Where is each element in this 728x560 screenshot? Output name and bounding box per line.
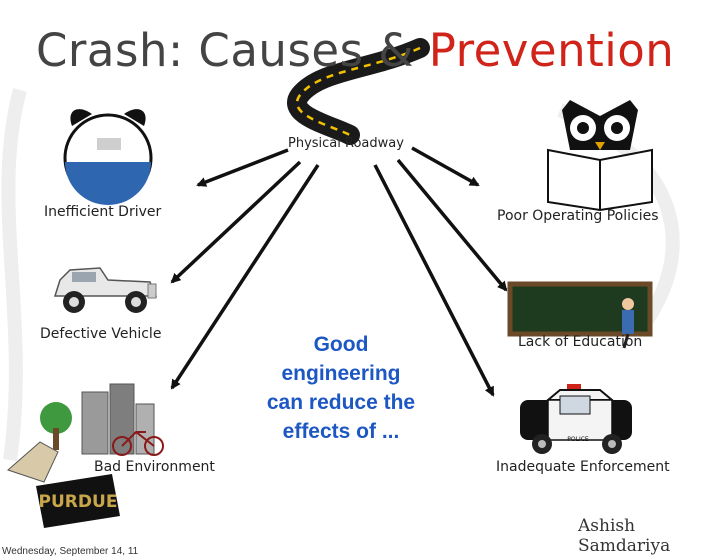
road-graphic — [287, 38, 430, 145]
date-stamp: Wednesday, September 14, 11 — [2, 546, 139, 557]
title-main: Crash: Causes & — [36, 24, 429, 77]
arrow-to-vehicle — [170, 160, 302, 284]
label-lack-of-education: Lack of Education — [518, 334, 643, 350]
owl-icon — [547, 100, 653, 212]
slide-title: Crash: Causes & Prevention — [36, 24, 674, 77]
chalkboard-icon — [507, 281, 653, 349]
police-car-text: POLICE — [567, 436, 589, 443]
label-bad-environment: Bad Environment — [94, 459, 215, 475]
police-car-icon: POLICE — [520, 384, 632, 454]
title-accent: Prevention — [428, 24, 675, 77]
arrow-to-driver — [196, 148, 289, 187]
message-line: engineering — [281, 362, 401, 385]
message-line: can reduce the — [266, 391, 416, 414]
arrows — [170, 146, 508, 397]
label-inefficient-driver: Inefficient Driver — [44, 204, 162, 220]
driver-icon — [63, 109, 153, 205]
label-poor-operating-policies: Poor Operating Policies — [497, 208, 659, 224]
arrow-to-education — [396, 158, 508, 292]
label-inadequate-enforcement: Inadequate Enforcement — [496, 459, 670, 475]
purdue-logo-text: PURDUE — [39, 492, 118, 512]
center-node-label: Physical Roadway — [288, 136, 404, 151]
label-defective-vehicle: Defective Vehicle — [40, 326, 162, 342]
message-line: Good — [313, 333, 369, 356]
arrow-to-policies — [411, 146, 480, 187]
message-line: effects of ... — [282, 420, 400, 443]
engineering-message: Good engineering can reduce the effects … — [246, 330, 436, 446]
author-name: Ashish Samdariya — [578, 516, 671, 556]
purdue-logo: PURDUE — [36, 474, 120, 528]
arrow-to-enforcement — [373, 164, 495, 397]
arrow-to-environment — [170, 164, 320, 390]
vehicle-icon — [53, 267, 158, 313]
environment-icon — [7, 383, 164, 483]
